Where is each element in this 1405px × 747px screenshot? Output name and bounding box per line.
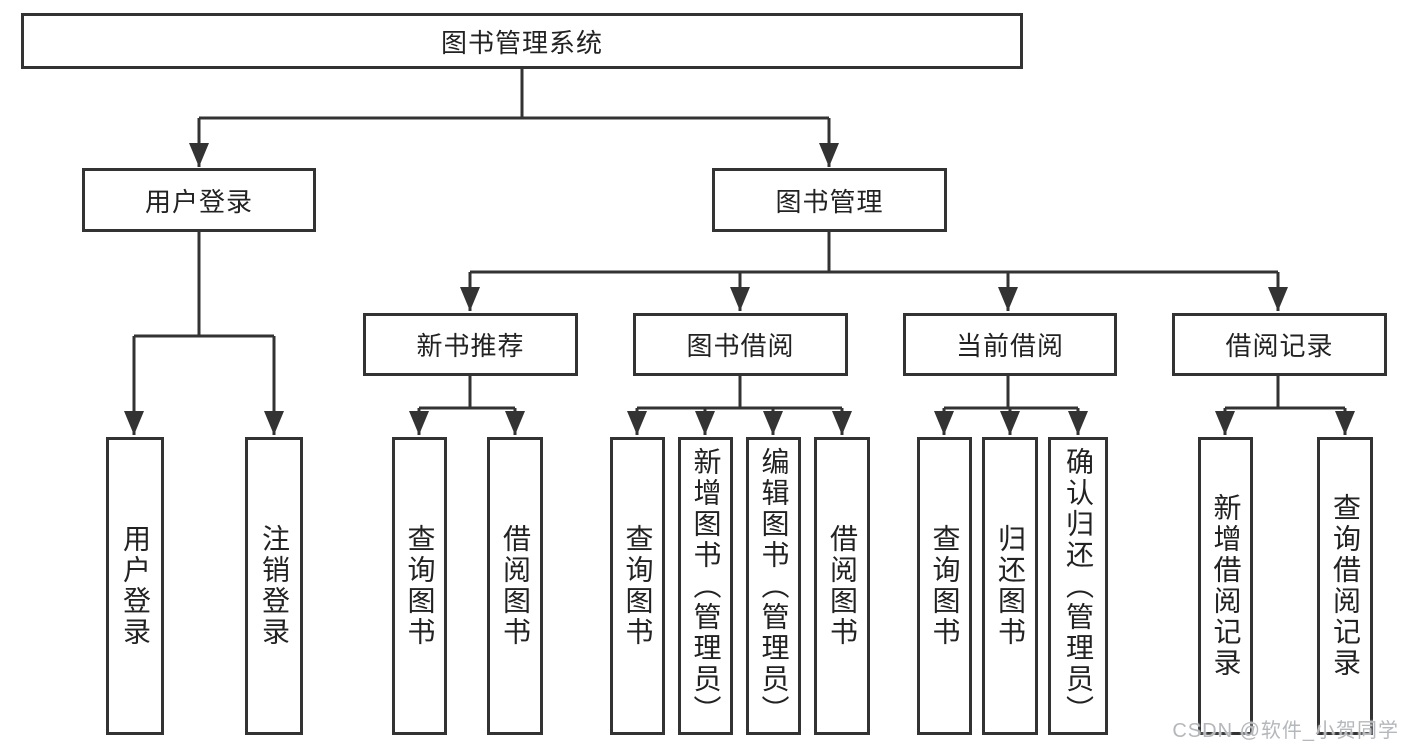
node-root-label: 图书管理系统 [440,27,603,58]
leaf-borrow-book-1: 借阅图书 [487,437,543,735]
node-current-borrow: 当前借阅 [903,313,1117,376]
node-book-management: 图书管理 [712,168,947,232]
leaf-query-borrow-record: 查询借阅记录 [1317,437,1373,735]
leaf-query-book-2: 查询图书 [610,437,665,735]
leaf-borrow-book-2-label: 借阅图书 [827,524,858,648]
leaf-query-book-3: 查询图书 [917,437,972,735]
node-book-management-label: 图书管理 [775,186,884,217]
csdn-watermark: CSDN @软件_小贺同学 [1172,720,1399,742]
leaf-query-book-2-label: 查询图书 [622,524,654,648]
leaf-borrow-book-1-label: 借阅图书 [500,524,531,648]
node-book-borrow: 图书借阅 [633,313,848,376]
node-book-borrow-label: 图书借阅 [686,331,795,361]
leaf-add-borrow-record-label: 新增借阅记录 [1210,493,1242,679]
leaf-query-borrow-record-label: 查询借阅记录 [1330,493,1361,679]
node-user-login-label: 用户登录 [144,186,253,217]
leaf-user-login: 用户登录 [106,437,164,735]
leaf-query-book-1: 查询图书 [392,437,447,735]
node-user-login: 用户登录 [82,168,316,232]
node-root: 图书管理系统 [21,13,1023,69]
leaf-return-book-label: 归还图书 [995,524,1026,648]
leaf-confirm-return-admin: 确认归还（管理员） [1048,437,1108,735]
node-borrow-record: 借阅记录 [1172,313,1387,376]
leaf-add-book-admin: 新增图书（管理员） [678,437,733,735]
node-current-borrow-label: 当前借阅 [955,331,1064,361]
leaf-borrow-book-2: 借阅图书 [814,437,870,735]
leaf-logout: 注销登录 [245,437,303,735]
node-new-book-recommend-label: 新书推荐 [416,331,525,361]
leaf-query-book-1-label: 查询图书 [404,524,436,648]
leaf-add-book-admin-label: 新增图书（管理员） [690,446,722,726]
leaf-confirm-return-admin-label: 确认归还（管理员） [1063,446,1094,726]
leaf-logout-label: 注销登录 [259,524,290,648]
leaf-return-book: 归还图书 [982,437,1038,735]
leaf-add-borrow-record: 新增借阅记录 [1198,437,1253,735]
leaf-edit-book-admin: 编辑图书（管理员） [746,437,801,735]
leaf-user-login-label: 用户登录 [120,524,151,648]
node-new-book-recommend: 新书推荐 [363,313,578,376]
node-borrow-record-label: 借阅记录 [1225,331,1334,361]
leaf-edit-book-admin-label: 编辑图书（管理员） [758,446,790,726]
leaf-query-book-3-label: 查询图书 [929,524,961,648]
